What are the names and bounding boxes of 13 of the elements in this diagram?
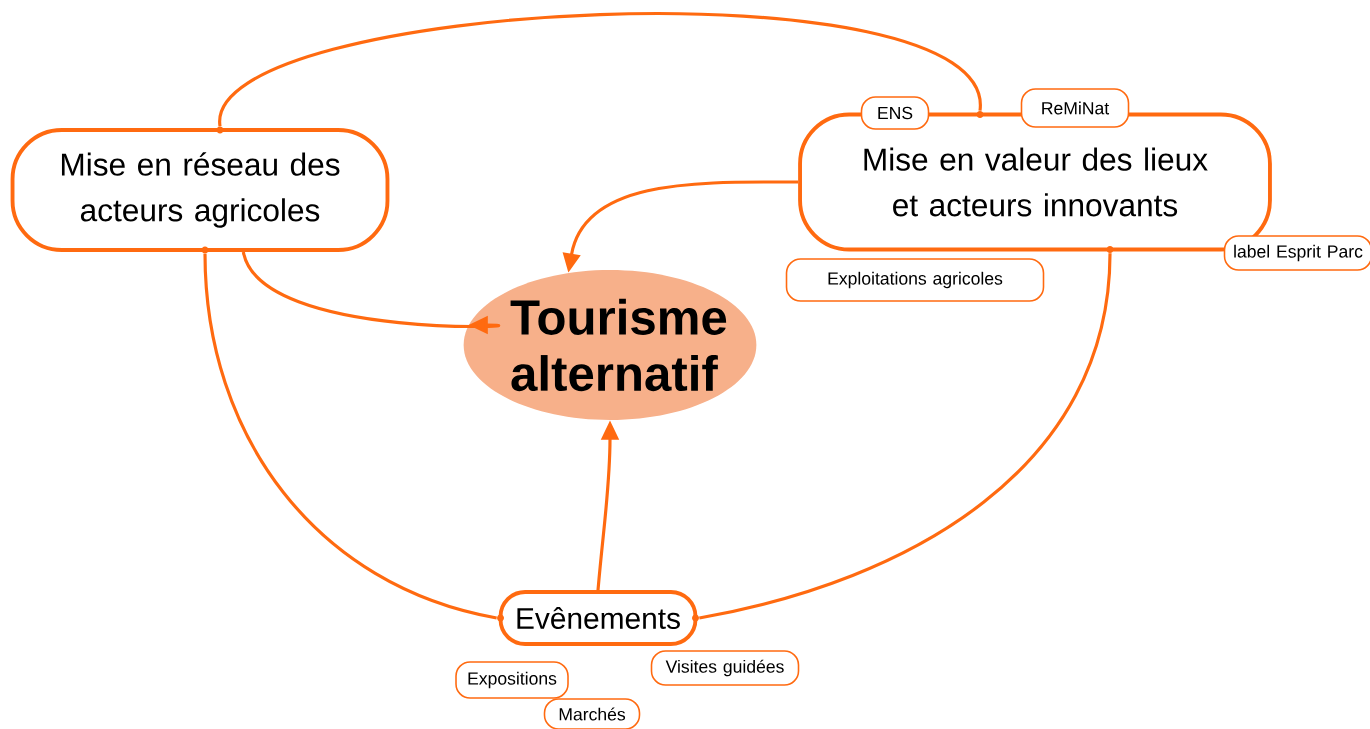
tag-box: Expositions <box>455 661 569 699</box>
connector <box>699 253 1112 620</box>
topic-box: Evênements <box>498 590 698 646</box>
topic-box: Mise en réseau des acteurs agricoles <box>10 128 390 252</box>
tag-box: Marchés <box>543 698 641 729</box>
tag-box: ENS <box>860 96 930 130</box>
connector <box>218 12 982 127</box>
connector <box>203 253 498 620</box>
tag-box: Exploitations agricoles <box>785 258 1045 302</box>
tag-box: label Esprit Parc <box>1223 235 1370 271</box>
tag-box: ReMiNat <box>1020 88 1130 128</box>
tag-box: Visites guidées <box>650 650 800 686</box>
connector <box>241 251 498 335</box>
